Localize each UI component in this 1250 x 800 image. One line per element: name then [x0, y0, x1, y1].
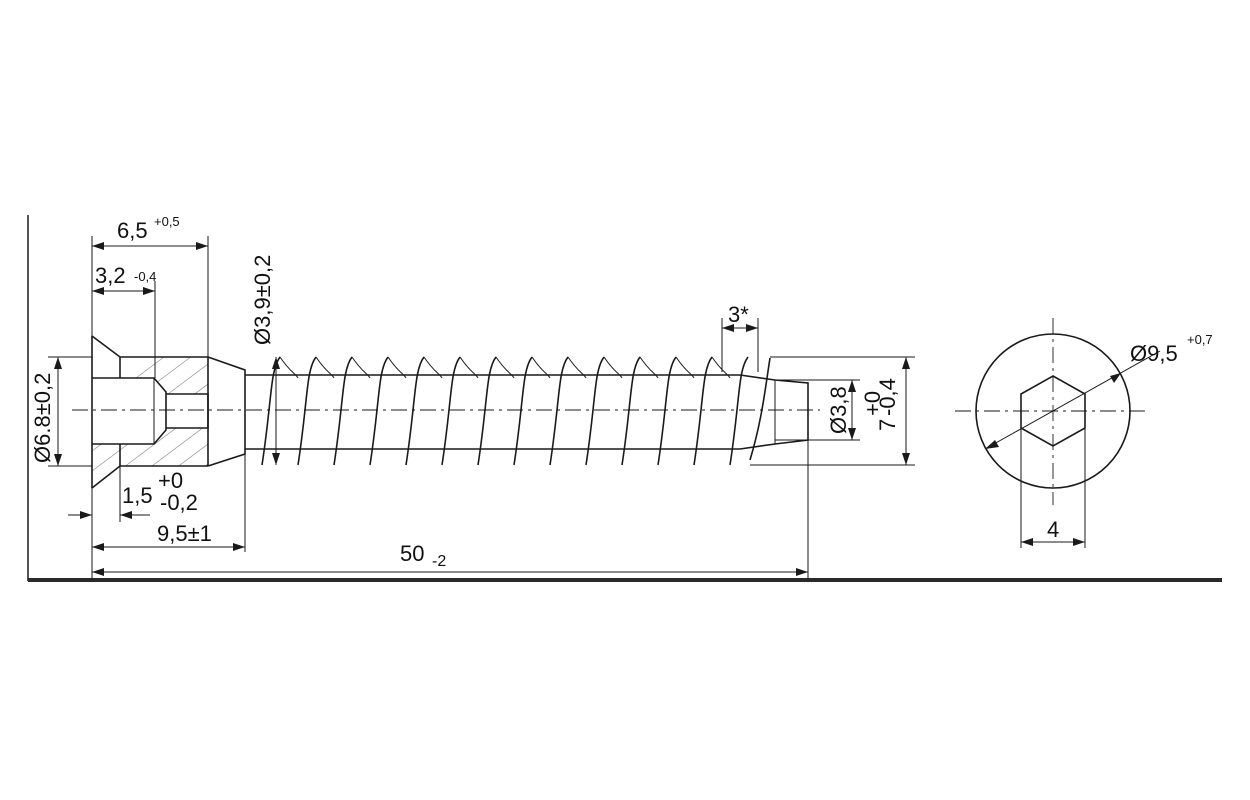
dim-tip-length: 3*	[728, 302, 749, 327]
end-view: Ø9,5 +0,7 4	[955, 318, 1213, 548]
dim-shank-length: 9,5±1	[157, 521, 212, 546]
dim-flange-diameter: Ø9,5	[1130, 341, 1178, 366]
dim-total-length: 50	[400, 541, 424, 566]
dim-counterbore-tol: -0,4	[134, 269, 156, 284]
dim-flange-diameter-tol: +0,7	[1187, 332, 1213, 347]
dim-total-length-tol: -2	[432, 553, 446, 570]
dim-head-length-tol: +0,5	[154, 214, 180, 229]
dim-flange-tol-upper: +0	[158, 468, 183, 493]
dimension-lines	[48, 236, 915, 580]
dim-head-length: 6,5	[117, 218, 148, 243]
dimension-labels: 6,5 +0,5 3,2 -0,4 Ø3,9±0,2 3* Ø6.8±0,2 1…	[30, 214, 900, 570]
screw-thread	[245, 356, 809, 466]
screw-head	[91, 335, 246, 489]
dim-thread-outer-tol-lower: -0,4	[875, 378, 900, 416]
dim-flange-thickness: 1,5	[122, 483, 153, 508]
dim-hex-size: 4	[1047, 517, 1059, 542]
dim-counterbore-depth: 3,2	[95, 263, 126, 288]
dim-thread-outer: 7	[875, 419, 900, 431]
dim-flange-tol-lower: -0,2	[160, 490, 198, 515]
dim-head-diameter: Ø6.8±0,2	[30, 373, 55, 463]
dim-thread-diameter: Ø3,9±0,2	[250, 255, 275, 345]
dim-thread-outer-tol-upper: +0	[860, 391, 885, 416]
drawing-frame	[27, 215, 1222, 582]
dim-core-diameter: Ø3,8	[826, 386, 851, 434]
